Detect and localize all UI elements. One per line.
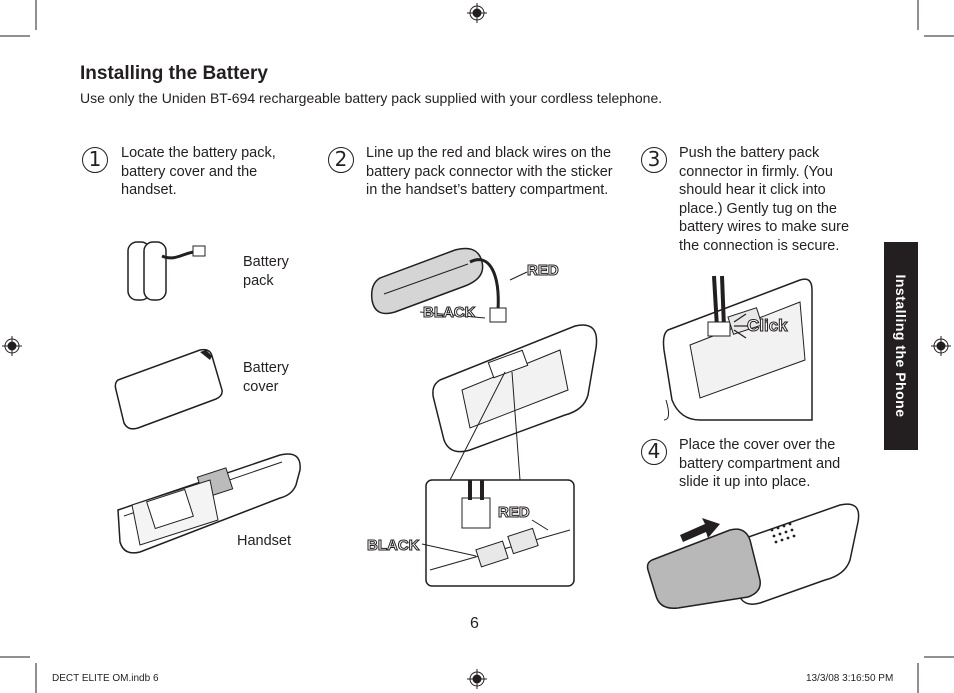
page-subtitle: Use only the Uniden BT-694 rechargeable … xyxy=(80,90,663,106)
battery-cover-label: Battery cover xyxy=(243,360,289,395)
footer-timestamp: 13/3/08 3:16:50 PM xyxy=(806,673,894,684)
registration-mark-top xyxy=(467,3,487,23)
step-4-text: Place the cover over the battery compart… xyxy=(679,437,841,490)
page-title: Installing the Battery xyxy=(80,63,268,84)
step-2-number: 2 xyxy=(328,147,354,173)
red-wire-label-top: RED xyxy=(527,262,560,280)
registration-mark-bottom xyxy=(467,669,487,689)
step-3-text: Push the battery pack connector in firml… xyxy=(679,145,850,254)
registration-mark-right xyxy=(931,336,951,356)
click-label: Click xyxy=(747,316,789,336)
battery-pack-label: Battery pack xyxy=(243,254,289,289)
footer-file: DECT ELITE OM.indb 6 xyxy=(52,673,159,684)
black-wire-label-zoom: BLACK xyxy=(367,537,420,555)
section-side-tab: Installing the Phone xyxy=(884,242,918,450)
registration-mark-left xyxy=(2,336,22,356)
step-1-text: Locate the battery pack, battery cover a… xyxy=(121,145,276,198)
step-3-number: 3 xyxy=(641,147,667,173)
step-2-text: Line up the red and black wires on the b… xyxy=(366,145,613,198)
black-wire-label-top: BLACK xyxy=(423,304,476,322)
step-4-number: 4 xyxy=(641,439,667,465)
step-1-number: 1 xyxy=(82,147,108,173)
page-number: 6 xyxy=(470,615,479,632)
red-wire-label-zoom: RED xyxy=(498,504,531,522)
handset-label: Handset xyxy=(237,533,292,549)
side-tab-label: Installing the Phone xyxy=(893,274,909,418)
